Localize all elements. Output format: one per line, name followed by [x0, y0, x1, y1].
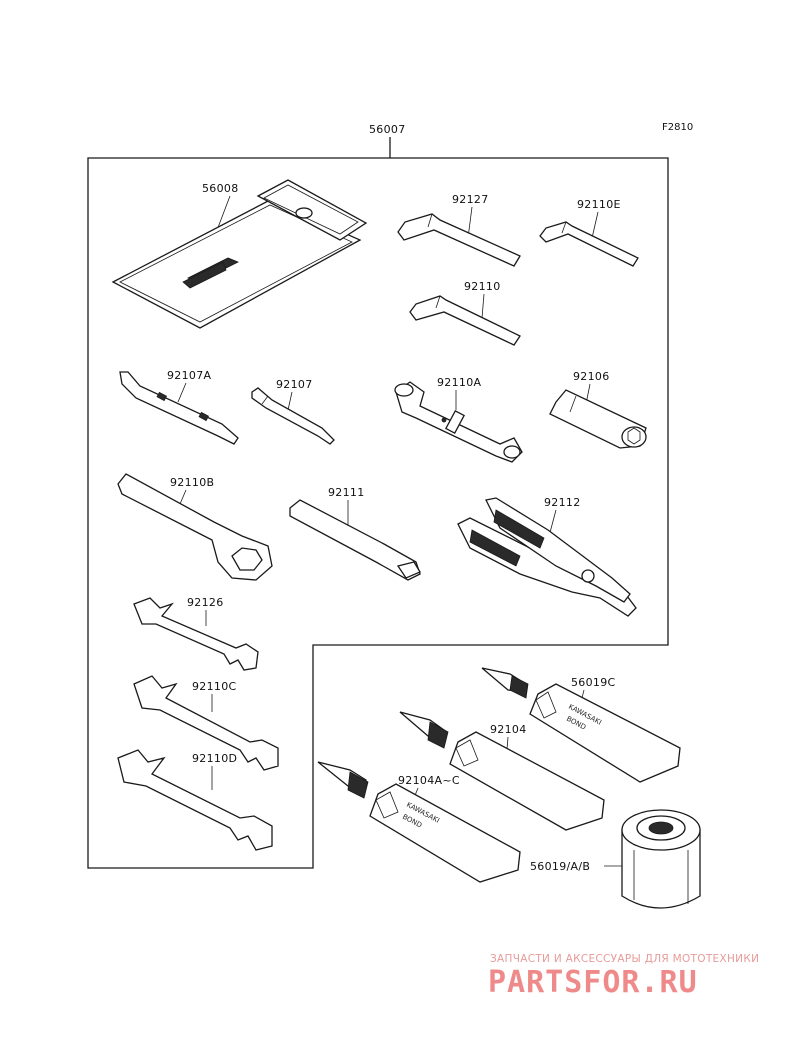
spark-plug-wrench-92110A[interactable]: 92110A [394, 376, 523, 463]
part-label-pouch: 56008 [202, 182, 239, 195]
pouch-body [111, 199, 362, 329]
ring-wrench-92110B[interactable]: 92110B [117, 473, 273, 581]
bond-tube-92104A-C[interactable]: 92104A~C KAWASAKI BOND [317, 761, 521, 883]
pliers-92112[interactable]: 92112 [457, 496, 637, 617]
bond-tube-56019C[interactable]: 56019C KAWASAKI BOND [481, 667, 681, 783]
kit-outline [87, 157, 669, 869]
hex-key-92110[interactable]: 92110 [409, 280, 521, 346]
part-label-oil-filter: 56019/A/B [530, 860, 590, 873]
screwdriver-92107A[interactable]: 92107A [119, 369, 239, 445]
part-label-screwdriver-handle: 92107A [167, 369, 211, 382]
part-label-hex-key-small: 92110E [577, 198, 621, 211]
part-label-socket-adapter: 92106 [573, 370, 610, 383]
part-label-spark-plug-wrench: 92110A [437, 376, 481, 389]
open-wrench-92126[interactable]: 92126 [133, 596, 259, 671]
part-label-ring-wrench: 92110B [170, 476, 214, 489]
part-label-pliers: 92112 [544, 496, 581, 509]
part-label-extension-bar: 92111 [328, 486, 365, 499]
part-label-bond-tube: 92104 [490, 723, 527, 736]
part-label-open-wrench-small: 92126 [187, 596, 224, 609]
pouch-flap [256, 179, 368, 241]
part-label-hex-key-long: 92127 [452, 193, 489, 206]
hex-key-92127[interactable]: 92127 [397, 193, 521, 267]
oil-filter-56019-A-B[interactable]: 56019/A/B [530, 809, 701, 909]
watermark: ЗАПЧАСТИ И АКСЕССУАРЫ ДЛЯ МОТОТЕХНИКИ PA… [488, 953, 759, 1000]
part-label-open-wrench-mid: 92110C [192, 680, 236, 693]
watermark-tagline: ЗАПЧАСТИ И АКСЕССУАРЫ ДЛЯ МОТОТЕХНИКИ [490, 953, 759, 965]
part-label-bond-tube-c: 56019C [571, 676, 615, 689]
open-wrench-92110C[interactable]: 92110C [133, 675, 279, 771]
part-label-hex-key-mid: 92110 [464, 280, 501, 293]
part-label-open-wrench-large: 92110D [192, 752, 237, 765]
watermark-site: PARTSFOR.RU [488, 965, 698, 1000]
socket-adapter-92106[interactable]: 92106 [549, 370, 647, 449]
screwdriver-92107[interactable]: 92107 [251, 378, 335, 445]
hex-key-92110E[interactable]: 92110E [539, 198, 639, 267]
extension-bar-92111[interactable]: 92111 [289, 486, 421, 581]
pouch-snap [295, 207, 313, 219]
part-label-bond-tube-ac: 92104A~C [398, 774, 460, 787]
pouch-56008[interactable]: 56008 [111, 179, 368, 329]
bond-tube-92104[interactable]: 92104 [399, 711, 605, 831]
kit-label: 56007 [369, 123, 406, 136]
open-wrench-92110D[interactable]: 92110D [117, 749, 273, 851]
figure-code: F2810 [662, 122, 693, 133]
part-label-screwdriver-bit: 92107 [276, 378, 313, 391]
